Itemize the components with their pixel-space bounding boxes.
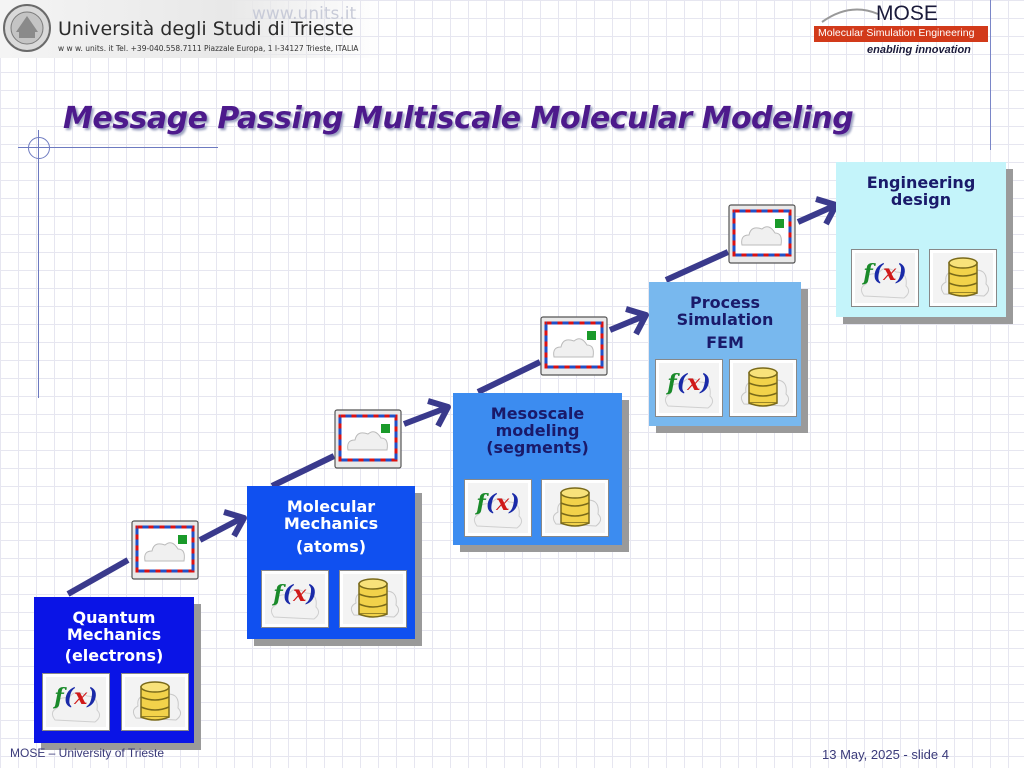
level-label-process: Process Simulation FEM — [676, 293, 774, 352]
envelope-message-icon — [130, 519, 200, 581]
footer-left: MOSE – University of Trieste — [10, 746, 165, 760]
function-icon: f(x) — [261, 570, 329, 628]
database-icon — [729, 359, 797, 417]
decor-circle — [28, 137, 50, 159]
header-band: Università degli Studi di Trieste w w w.… — [0, 0, 1024, 150]
level-label-engineering: Engineering design — [866, 173, 976, 209]
database-icon — [339, 570, 407, 628]
database-icon — [541, 479, 609, 537]
arrow-icon — [270, 398, 451, 489]
arrow-icon — [476, 306, 649, 395]
envelope-message-icon — [333, 408, 403, 470]
level-label-quantum: Quantum Mechanics (electrons) — [64, 608, 164, 665]
mose-tagline: enabling innovation — [867, 44, 971, 56]
database-icon — [929, 249, 997, 307]
database-icon — [121, 673, 189, 731]
function-icon: f(x) — [851, 249, 919, 307]
watermark: www.units.it — [252, 4, 357, 24]
level-label-mesoscale: Mesoscale modeling (segments) — [486, 404, 589, 457]
university-seal-icon — [3, 4, 51, 52]
footer-right: 13 May, 2025 - slide 4 — [822, 747, 949, 762]
function-icon: f(x) — [42, 673, 110, 731]
university-logo: Università degli Studi di Trieste w w w.… — [0, 0, 380, 58]
function-icon: f(x) — [655, 359, 723, 417]
mose-subtitle-bar — [814, 26, 988, 42]
mose-subtitle: Molecular Simulation Engineering — [818, 27, 975, 39]
envelope-message-icon — [727, 203, 797, 265]
slide-title: Message Passing Multiscale Molecular Mod… — [63, 101, 854, 136]
university-name: Università degli Studi di Trieste — [58, 18, 354, 40]
arrow-icon — [66, 509, 247, 597]
right-divider — [990, 0, 991, 150]
university-contact: w w w. units. it Tel. +39-040.558.7111 P… — [58, 44, 359, 53]
envelope-message-icon — [539, 315, 609, 377]
level-label-molecular: Molecular Mechanics (atoms) — [283, 497, 379, 556]
mose-swoosh-icon — [821, 8, 879, 23]
decor-line-horizontal — [18, 147, 218, 148]
function-icon: f(x) — [464, 479, 532, 537]
mose-name: MOSE — [876, 2, 938, 25]
decor-line-vertical — [38, 130, 39, 398]
